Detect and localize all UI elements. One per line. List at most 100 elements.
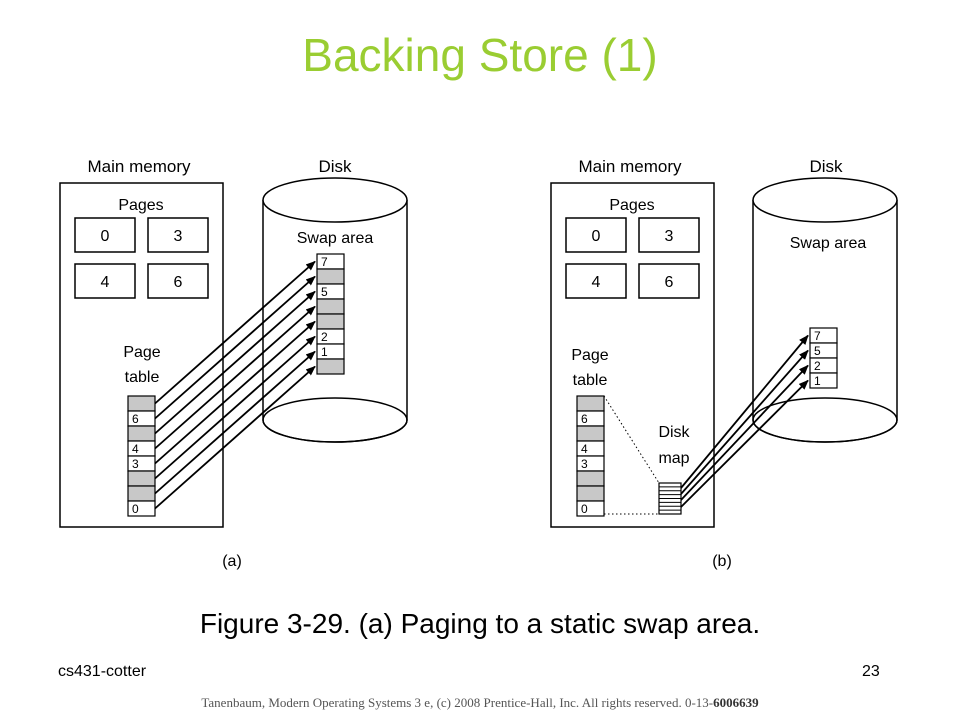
swap-area-a: 7 5 21 [316,253,345,375]
arrows-a [154,260,316,510]
page-table-b-cell-7: 0 [576,500,605,517]
swap-slot-a-cell-0: 7 [316,253,345,270]
main-memory-label-b: Main memory [579,157,682,176]
page-table-a-cell-1: 6 [127,410,156,427]
pages-label-b: Pages [609,197,654,214]
page-frame-1-a: 3 [147,217,209,253]
page-table-label-b-2: table [573,372,608,389]
page-table-b-value: 6 [581,412,588,426]
page-table-label-a-2: table [125,369,160,386]
disk-map-to-swap-arrow [680,349,809,495]
page-to-swap-arrow [154,320,316,465]
page-to-swap-arrow [154,350,316,495]
page-to-swap-arrow [154,335,316,480]
page-frame-3-a: 6 [147,263,209,299]
swap-slot-a-cell-3 [316,298,345,315]
swap-slot-b-value: 7 [814,329,821,343]
sublabel-b: (b) [712,553,732,570]
page-table-a-cell-3: 4 [127,440,156,457]
swap-slot-a-cell-1 [316,268,345,285]
swap-slot-a-cell-4 [316,313,345,330]
swap-slot-b-value: 1 [814,374,821,388]
swap-slot-b-cell-3: 1 [809,372,838,389]
disk-map-b [658,482,682,515]
svg-text:3: 3 [174,228,183,245]
swap-slot-a-cell-6: 1 [316,343,345,360]
page-frame-3-b: 6 [638,263,700,299]
page-to-swap-arrow [154,365,316,510]
page-table-label-b-1: Page [571,347,608,364]
pages-label-a: Pages [118,197,163,214]
swap-slot-a-value: 7 [321,255,328,269]
disk-label-b: Disk [809,157,843,176]
page-table-b-cell-4: 3 [576,455,605,472]
page-to-swap-arrow [154,290,316,435]
page-table-b-cell-1: 6 [576,410,605,427]
page-table-a-cell-2 [127,425,156,442]
sublabel-a: (a) [222,553,242,570]
page-table-a-value: 6 [132,412,139,426]
arrows-b [680,334,809,508]
page-frame-2-b: 4 [565,263,627,299]
swap-slot-b-value: 5 [814,344,821,358]
page-frame-0-a: 0 [74,217,136,253]
slide-title: Backing Store (1) [302,29,658,81]
svg-text:3: 3 [665,228,674,245]
page-frame-0-b: 0 [565,217,627,253]
page-table-a-cell-0 [127,395,156,412]
swap-slot-a-value: 1 [321,345,328,359]
copyright-text: Tanenbaum, Modern Operating Systems 3 e,… [201,695,714,710]
backing-store-diagram: Main memory Disk Pages 0 3 4 6 Page tabl… [59,157,898,570]
page-to-swap-arrow [154,305,316,450]
svg-text:0: 0 [592,228,601,245]
page-table-b-value: 4 [581,442,588,456]
swap-slot-a-cell-7 [316,358,345,375]
page-table-label-a-1: Page [123,344,160,361]
copyright-notice: Tanenbaum, Modern Operating Systems 3 e,… [0,695,960,711]
diagram-b: Main memory Disk Pages 0 3 4 6 Page tabl… [550,157,898,570]
slide-number: 23 [862,663,880,680]
swap-slot-a-cell-5: 2 [316,328,345,345]
disk-map-label-b-2: map [658,450,689,467]
figure-caption: Figure 3-29. (a) Paging to a static swap… [199,608,761,639]
swap-slot-b-value: 2 [814,359,821,373]
swap-area-label-a: Swap area [297,230,374,247]
page-table-a-value: 3 [132,457,139,471]
disk-map-to-swap-arrow [680,379,809,508]
swap-slot-a-value: 2 [321,330,328,344]
copyright-isbn-end: 6006639 [713,695,759,710]
page-to-swap-arrow [154,275,316,420]
page-table-a: 6 43 0 [127,395,156,517]
page-table-b-cell-2 [576,425,605,442]
footer-course: cs431-cotter [58,663,147,680]
page-table-b-cell-3: 4 [576,440,605,457]
swap-slot-a-value: 5 [321,285,328,299]
disk-cylinder-b [752,177,898,443]
disk-map-label-b-1: Disk [658,424,690,441]
disk-map-to-swap-arrow [680,364,809,501]
swap-slot-b-cell-0: 7 [809,327,838,344]
main-memory-label-a: Main memory [88,157,191,176]
svg-text:4: 4 [101,274,110,291]
swap-slot-a-cell-2: 5 [316,283,345,300]
disk-map-dotted-top [603,395,660,484]
svg-text:6: 6 [174,274,183,291]
page-frame-1-b: 3 [638,217,700,253]
disk-map-to-swap-arrow [680,334,809,489]
svg-text:0: 0 [101,228,110,245]
swap-slot-b-cell-2: 2 [809,357,838,374]
disk-label-a: Disk [318,157,352,176]
page-table-b-value: 0 [581,502,588,516]
page-table-b-cell-0 [576,395,605,412]
diagram-a: Main memory Disk Pages 0 3 4 6 Page tabl… [59,157,408,570]
page-table-a-cell-7: 0 [127,500,156,517]
page-table-b-cell-5 [576,470,605,487]
svg-text:6: 6 [665,274,674,291]
page-table-a-cell-4: 3 [127,455,156,472]
swap-area-label-b: Swap area [790,235,867,252]
page-frame-2-a: 4 [74,263,136,299]
page-table-a-cell-6 [127,485,156,502]
swap-slot-b-cell-1: 5 [809,342,838,359]
svg-text:4: 4 [592,274,601,291]
